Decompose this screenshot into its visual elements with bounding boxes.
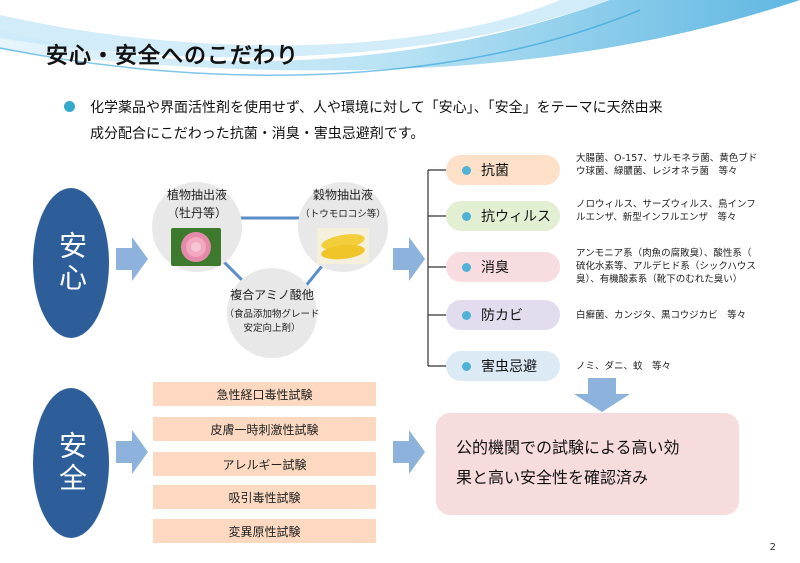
header-swoosh: [0, 0, 800, 76]
effect-label: 害虫忌避: [481, 359, 537, 375]
test-skin-irritation: 皮膚一時刺激性試験: [153, 417, 376, 441]
bullet-dot: [462, 165, 471, 175]
arrow-right-icon: [393, 430, 425, 474]
result-line-2: 果と高い安全性を確認済み: [456, 468, 649, 487]
effect-label: 防カビ: [481, 308, 523, 324]
effect-deodorant: 消臭: [446, 252, 560, 282]
arrow-right-icon: [116, 430, 148, 474]
anshin-label: 安心: [55, 231, 88, 295]
bullet-dot: [462, 361, 471, 371]
effect-desc-deodorant: アンモニア系（肉魚の腐敗臭）、酸性系（ 硫化水素等、アルデヒド系（シックハウス …: [576, 247, 791, 286]
desc-line: 白癬菌、カンジタ、黒コウジカビ 等々: [576, 310, 747, 321]
anzen-oval: 安全: [33, 388, 109, 538]
bullet-dot: [64, 101, 75, 112]
bullet-dot: [462, 262, 471, 272]
amino-circle: [227, 268, 317, 358]
effect-antimold: 防カビ: [446, 300, 560, 330]
amino-sub-2: 安定向上剤）: [243, 323, 301, 334]
test-inhalation: 吸引毒性試験: [153, 485, 376, 509]
grain-extract-title: 穀物抽出液: [312, 188, 373, 202]
bullet-dot: [462, 211, 471, 221]
grain-extract-sub: （トウモロコシ等）: [300, 209, 386, 220]
intro-line-1: 化学薬品や界面活性剤を使用せず、人や環境に対して「安心」、「安全」をテーマに天然…: [90, 100, 663, 116]
desc-line: ウ球菌、緑膿菌、レジオネラ菌 等々: [576, 166, 738, 177]
result-box: 公的機関での試験による高い効 果と高い安全性を確認済み: [436, 413, 739, 515]
desc-line: ノミ、ダニ、蚊 等々: [576, 361, 672, 372]
test-acute-oral: 急性経口毒性試験: [153, 382, 376, 406]
desc-line: 大腸菌、O-157、サルモネラ菌、黄色ブド: [576, 153, 758, 164]
desc-line: ルエンザ、新型インフルエンザ 等々: [576, 212, 737, 223]
effect-insect-repellent: 害虫忌避: [446, 351, 560, 381]
anzen-label: 安全: [55, 431, 88, 495]
effect-desc-antimold: 白癬菌、カンジタ、黒コウジカビ 等々: [576, 309, 791, 322]
amino-title: 複合アミノ酸他: [230, 288, 314, 302]
intro-text: 化学薬品や界面活性剤を使用せず、人や環境に対して「安心」、「安全」をテーマに天然…: [90, 95, 790, 147]
arrow-right-icon: [393, 237, 425, 281]
arrow-down-icon: [574, 378, 630, 412]
test-mutagenicity: 変異原性試験: [153, 519, 376, 543]
effect-label: 消臭: [481, 260, 509, 276]
effect-label: 抗ウィルス: [481, 209, 551, 225]
test-allergy: アレルギー試験: [153, 452, 376, 476]
page-title: 安心・安全へのこだわり: [46, 44, 300, 69]
desc-line: 硫化水素等、アルデヒド系（シックハウス: [576, 261, 756, 272]
effect-antibacterial: 抗菌: [446, 155, 560, 185]
plant-extract-title: 植物抽出液: [166, 188, 227, 202]
effect-desc-antibacterial: 大腸菌、O-157、サルモネラ菌、黄色ブド ウ球菌、緑膿菌、レジオネラ菌 等々: [576, 152, 791, 178]
effect-desc-insect: ノミ、ダニ、蚊 等々: [576, 360, 791, 373]
intro-line-2: 成分配合にこだわった抗菌・消臭・害虫忌避剤です。: [90, 126, 425, 142]
desc-line: ノロウィルス、サーズウィルス、鳥インフ: [576, 199, 756, 210]
effect-antiviral: 抗ウィルス: [446, 201, 560, 231]
anshin-oval: 安心: [33, 188, 109, 338]
corn-image: [317, 228, 369, 264]
effect-label: 抗菌: [481, 163, 509, 179]
amino-sub-1: （食品添加物グレード: [224, 309, 320, 320]
desc-line: アンモニア系（肉魚の腐敗臭）、酸性系（: [576, 248, 752, 259]
effect-desc-antiviral: ノロウィルス、サーズウィルス、鳥インフ ルエンザ、新型インフルエンザ 等々: [576, 198, 791, 224]
effects-bracket: [427, 169, 456, 367]
bullet-dot: [462, 310, 471, 320]
peony-flower-image: [171, 228, 221, 266]
result-line-1: 公的機関での試験による高い効: [456, 438, 680, 457]
page-number: 2: [769, 542, 776, 553]
arrow-right-icon: [116, 237, 148, 281]
desc-line: 臭）、有機酸素系（靴下のむれた臭い）: [576, 274, 743, 285]
plant-extract-sub: （牡丹等）: [166, 206, 227, 220]
